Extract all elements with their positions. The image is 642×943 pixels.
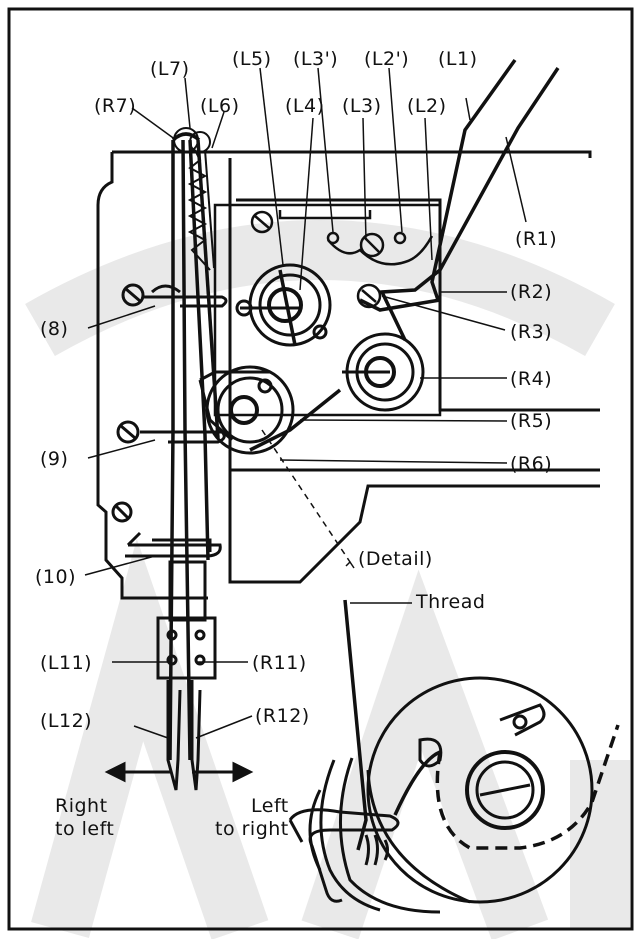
label-L1: (L1)	[438, 48, 478, 70]
label-9: (9)	[40, 448, 69, 470]
right-needle-direction-line2: to right	[215, 818, 289, 840]
label-R5: (R5)	[510, 410, 553, 432]
label-L3: (L3)	[342, 95, 382, 117]
detail-thread	[343, 599, 620, 851]
page-border	[7, 7, 634, 931]
right-needle-direction: Left to right	[215, 795, 289, 841]
label-10: (10)	[35, 566, 77, 588]
label-R12: (R12)	[255, 705, 310, 727]
label-detail: (Detail)	[358, 548, 433, 570]
label-R11: (R11)	[252, 652, 307, 674]
label-L3-prime: (L3')	[293, 48, 339, 70]
label-R6: (R6)	[510, 453, 553, 475]
label-R7: (R7)	[94, 95, 137, 117]
label-L7: (L7)	[150, 58, 190, 80]
label-L4: (L4)	[285, 95, 325, 117]
left-needle-direction-line2: to left	[55, 818, 115, 840]
lower-right-tension-disc	[342, 332, 425, 412]
left-needle-direction: Right to left	[55, 795, 114, 841]
detail-tension-assembly	[288, 676, 594, 914]
thread-guides	[111, 283, 228, 558]
needle-direction-arrows	[104, 761, 254, 783]
leader-lines	[84, 67, 527, 739]
label-L12: (L12)	[40, 710, 93, 732]
left-needle-direction-line1: Right	[55, 795, 108, 817]
label-8: (8)	[40, 318, 69, 340]
thread-take-up	[173, 127, 215, 271]
right-needle-direction-line1: Left	[251, 795, 289, 817]
label-L2-prime: (L2')	[364, 48, 410, 70]
label-R3: (R3)	[510, 321, 553, 343]
label-R2: (R2)	[510, 281, 553, 303]
label-L11: (L11)	[40, 652, 93, 674]
label-R4: (R4)	[510, 368, 553, 390]
label-thread: Thread	[416, 591, 486, 613]
label-L2: (L2)	[407, 95, 447, 117]
label-R1: (R1)	[515, 228, 558, 250]
label-L5: (L5)	[232, 48, 272, 70]
label-L6: (L6)	[200, 95, 240, 117]
